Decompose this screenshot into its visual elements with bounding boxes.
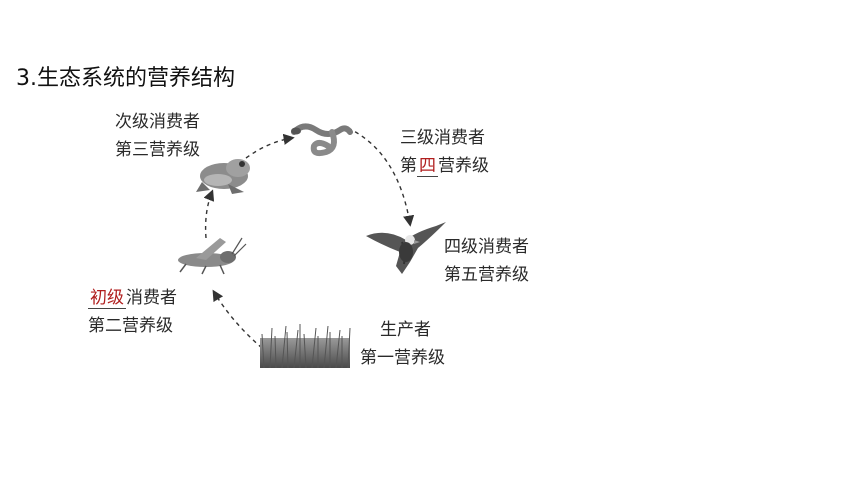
frog-icon: [196, 159, 250, 194]
grass-icon: [260, 324, 351, 369]
eagle-icon: [366, 222, 446, 274]
producer-label: 生产者 第一营养级: [360, 320, 445, 368]
tertiary-consumer-label: 三级消费者 第四营养级: [400, 128, 489, 177]
arrow-snake-to-eagle: [347, 127, 415, 227]
arrow-grass-to-grasshopper: [212, 289, 263, 349]
arrow-frog-to-snake: [245, 133, 295, 159]
arrow-grasshopper-to-frog: [203, 189, 215, 239]
answer-blank-primary: 初级: [88, 288, 126, 309]
answer-blank-four: 四: [417, 156, 438, 177]
primary-consumer-label: 初级消费者 第二营养级: [88, 288, 177, 336]
secondary-consumer-label: 次级消费者 第三营养级: [115, 112, 200, 160]
grasshopper-icon: [178, 237, 247, 275]
quaternary-consumer-label: 四级消费者 第五营养级: [444, 237, 529, 285]
snake-icon: [291, 123, 353, 157]
page-title: 3.生态系统的营养结构: [16, 66, 235, 91]
